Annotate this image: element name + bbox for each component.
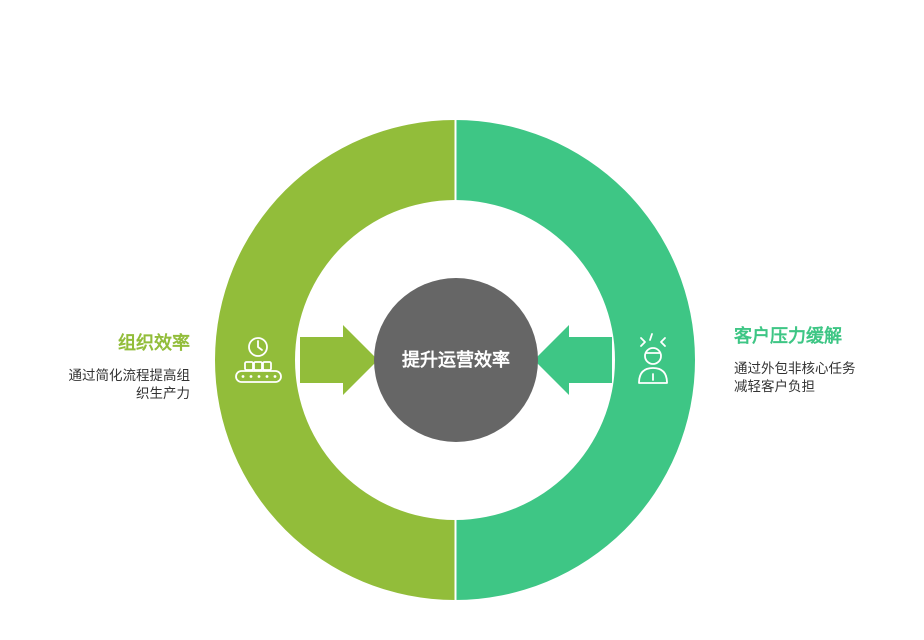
right-desc-line1: 通过外包非核心任务 [734, 361, 856, 377]
left-title: 组织效率 [118, 332, 190, 354]
center-circle [374, 278, 538, 442]
left-arrow [300, 325, 378, 395]
left-desc-line1: 通过简化流程提高组 [69, 367, 191, 384]
stressed-person-icon [638, 333, 668, 384]
right-ring-half [455, 120, 695, 600]
conveyor-clock-icon [235, 337, 282, 383]
right-arrow [534, 325, 612, 395]
right-title: 客户压力缓解 [734, 325, 842, 347]
left-ring-half [215, 120, 455, 600]
right-desc-line2: 减轻客户负担 [734, 378, 815, 395]
left-desc-line2: 织生产力 [136, 386, 190, 402]
center-label: 提升运营效率 [402, 349, 510, 371]
